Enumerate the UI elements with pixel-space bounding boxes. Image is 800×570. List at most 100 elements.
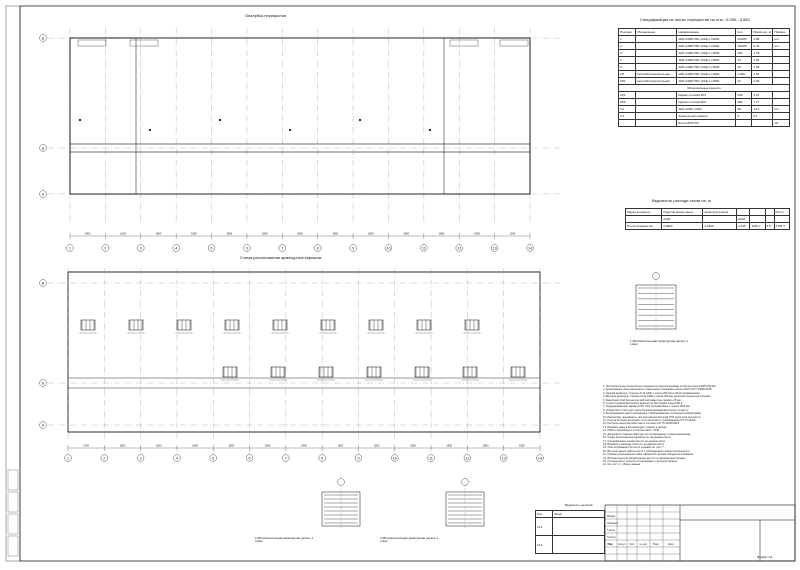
- spec-table: Позиция Обозначение Наименование Кол. Ма…: [618, 28, 790, 127]
- cage-frame: [464, 319, 480, 331]
- cage-symbol: [127, 319, 145, 334]
- spec-cell: Сетка Вспомогательная: [634, 77, 678, 85]
- axis-number: 10: [393, 457, 397, 461]
- axis-bubble: [500, 454, 508, 462]
- vedomost-pos: 1С1: [535, 535, 553, 554]
- spec2-cell: Каркас плоский КР1: [676, 91, 737, 99]
- binding-cell: [7, 469, 19, 491]
- note-line: 13. Размеры даны в миллиметрах, отметки …: [603, 425, 668, 429]
- note-line: 18. Ведомость расхода стали см. на данно…: [603, 442, 665, 446]
- axis-bubble: [39, 379, 47, 387]
- cage-symbol: [509, 366, 527, 381]
- spec-cell: 10: [735, 63, 753, 71]
- spec2-cell: 4НП-А240 L=600: [676, 105, 737, 113]
- axis-bubble: [39, 421, 47, 429]
- spec-cell: 1.65: [751, 70, 774, 78]
- axis-number: 6: [246, 247, 248, 251]
- axis-bubble: [207, 244, 216, 252]
- dimension-text: 1800: [403, 232, 409, 236]
- bom-cell: 2.0810: [661, 222, 704, 230]
- spec-header-row: Позиция Обозначение Наименование Кол. Ма…: [618, 28, 790, 36]
- spec-cell: 4НП-А400СТБ1 (23ф) L=1800: [676, 56, 737, 64]
- rebar-dot: [358, 118, 362, 122]
- axis-bubble: [137, 454, 145, 462]
- rebar-dot: [218, 118, 222, 122]
- bom-sub-cell: [749, 215, 766, 223]
- sheet-format: Формат А1: [757, 555, 773, 559]
- opening-outline: [499, 39, 529, 47]
- spec-cell: [772, 77, 790, 85]
- axis-bubble: [66, 244, 74, 252]
- spec-h-code: Обозначение: [634, 28, 678, 36]
- cage-symbol: [415, 319, 433, 334]
- spec-h-pos: Позиция: [618, 28, 636, 36]
- dimension-text: 1800: [474, 232, 480, 236]
- spec2-cell: 28: [735, 105, 753, 113]
- cage-frame: [272, 319, 288, 331]
- axis-bubble: [39, 190, 47, 198]
- dimension-text: 1800: [301, 444, 307, 448]
- spec-cell: 0.99: [751, 77, 774, 85]
- note-line: 4. Верхняя арматура: стержни d=12 А400 с…: [603, 395, 711, 399]
- bom-cell: 2.0810: [702, 222, 738, 230]
- axis-bubble: [314, 244, 322, 252]
- bom-cell: 1.045: [736, 222, 751, 230]
- dimension-text: 1800: [262, 232, 268, 236]
- stamp-header: Лист: [629, 543, 635, 546]
- dimension-text: 1800: [228, 444, 234, 448]
- cage-frame: [128, 319, 144, 331]
- axis-number: 1: [67, 457, 69, 461]
- axis-number: 8: [321, 457, 323, 461]
- cage-symbol: [269, 366, 287, 381]
- cage-slab-outline: [67, 271, 541, 433]
- spec-cell: [772, 49, 790, 57]
- dimension-text: 1800: [297, 232, 303, 236]
- spec2-cell: 3.1: [618, 105, 636, 113]
- dimension-text: 1800: [368, 232, 374, 236]
- spec-cell: 4НП-А400СТБ1 (23ф) L=1800: [676, 70, 737, 78]
- stamp-role: Утв.: [607, 543, 612, 546]
- cage-frame: [462, 366, 478, 378]
- spec2-cell: 245: [735, 91, 753, 99]
- axis-bubble: [384, 244, 393, 252]
- stamp-role: Т.контр.: [607, 529, 616, 532]
- spec2-cell: [634, 91, 678, 99]
- axis-number: 3: [140, 247, 142, 251]
- axis-bubble: [420, 244, 428, 252]
- note-line: 11. Уход за бетоном выполнять в соответс…: [603, 419, 697, 423]
- spec2-cell: [634, 119, 678, 127]
- spec-cell: КП1: [618, 77, 636, 85]
- rebar-dot: [428, 128, 432, 132]
- bom-head-cell: Марка элемента: [624, 208, 663, 216]
- axis-number: 5: [212, 457, 214, 461]
- spec-cell: [634, 42, 678, 50]
- opening-outline: [449, 39, 479, 47]
- spec2-cell: 0.1: [751, 112, 774, 120]
- vedomost-sketch: [552, 535, 605, 554]
- dimension-text: 1800: [192, 444, 198, 448]
- bom-sub-cell: [764, 215, 775, 223]
- spec-cell: 4НП-А400СТБ1 (23ф) L=1800: [676, 49, 737, 57]
- spec-cell: [772, 63, 790, 71]
- spec-cell: 16/205: [735, 35, 753, 43]
- vedomost-table: Поз. Эскиз 1С1 1С1: [535, 510, 605, 554]
- stamp-header: № док: [640, 543, 648, 546]
- spec-cell: 1: [618, 35, 636, 43]
- cage-frame: [416, 319, 432, 331]
- spec2-cell: [634, 98, 678, 106]
- stamp-header: Кол.уч: [618, 543, 626, 546]
- spec2-cell: м.п.: [772, 105, 790, 113]
- axis-bubble: [349, 244, 357, 252]
- spec2-cell: 0: [735, 112, 753, 120]
- dimension-text: 1800: [519, 444, 525, 448]
- dimension-text: 1800: [410, 444, 416, 448]
- axis-number: 12: [457, 247, 461, 251]
- spec-section-title: Материальные изделия: [618, 84, 790, 92]
- cage-label-3: 3 (Вспомогательная арматурная деталь 1 э…: [380, 536, 439, 543]
- cage-label-2: 2 (Вспомогательная арматурная деталь 1 э…: [255, 536, 314, 543]
- stamp-role: Проверил: [607, 522, 619, 525]
